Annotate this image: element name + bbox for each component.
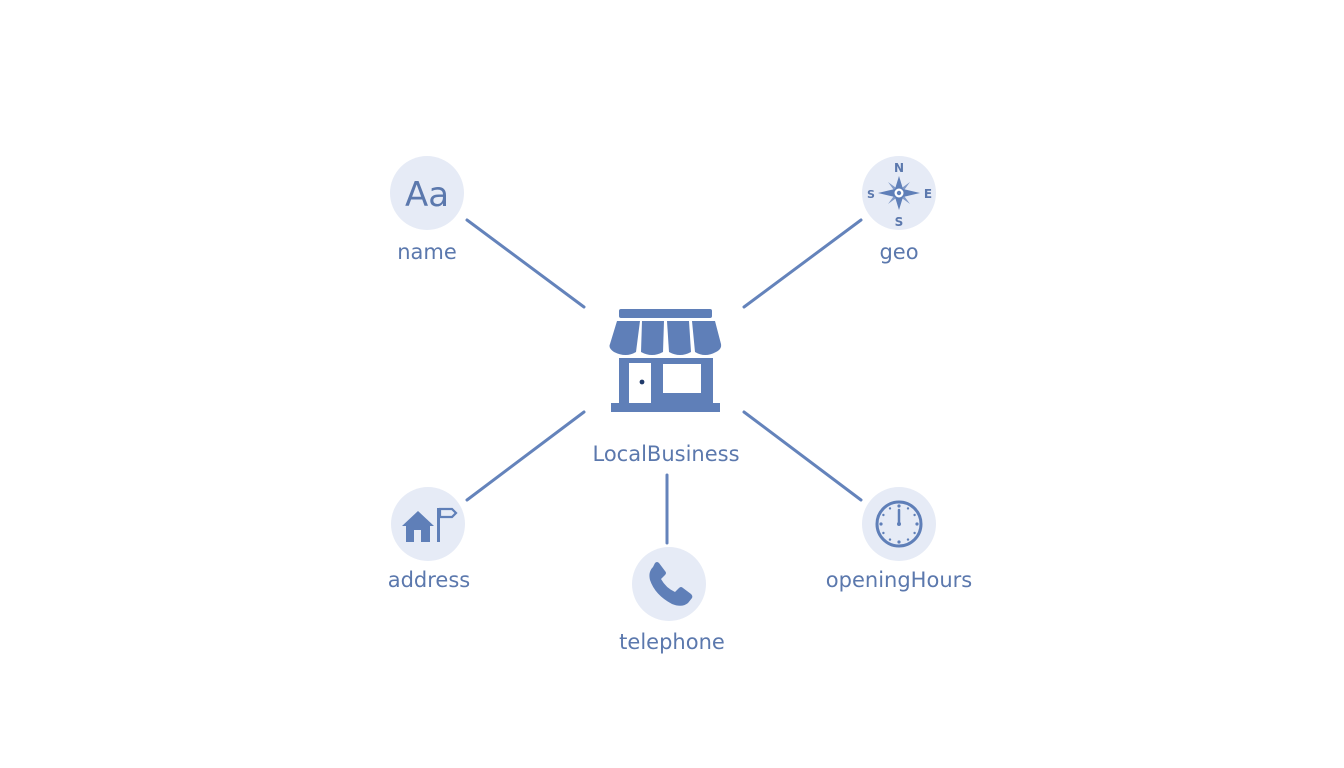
center-node: LocalBusiness [592, 309, 740, 466]
compass-s-left: S [867, 188, 875, 201]
node-name: Aa name [390, 156, 464, 264]
node-opening-hours-label: openingHours [826, 568, 972, 592]
compass-s-bottom: S [895, 215, 904, 229]
node-address-label: address [388, 568, 471, 592]
storefront-icon [609, 309, 722, 412]
node-geo-label: geo [879, 240, 918, 264]
node-telephone: telephone [619, 547, 725, 654]
compass-icon: N E S S [867, 161, 932, 229]
compass-n: N [894, 161, 904, 175]
door-knob [639, 379, 645, 385]
node-address: address [388, 487, 471, 592]
node-opening-hours: openingHours [826, 487, 972, 592]
house-signpost-icon [402, 507, 458, 542]
center-label: LocalBusiness [592, 442, 739, 466]
node-telephone-label: telephone [619, 630, 725, 654]
text-aa-icon: Aa [405, 175, 449, 215]
phone-icon [649, 562, 693, 606]
connectors [465, 218, 863, 545]
connector-geo [742, 218, 863, 309]
node-name-circle [390, 156, 464, 230]
connector-address [465, 410, 586, 502]
compass-e: E [924, 187, 932, 201]
node-geo: N E S S geo [862, 156, 936, 264]
clock-icon [875, 500, 923, 548]
connector-opening-hours [742, 410, 863, 502]
node-telephone-circle [632, 547, 706, 621]
node-name-label: name [397, 240, 457, 264]
storefront-openings [629, 363, 701, 403]
connector-name [465, 218, 586, 309]
